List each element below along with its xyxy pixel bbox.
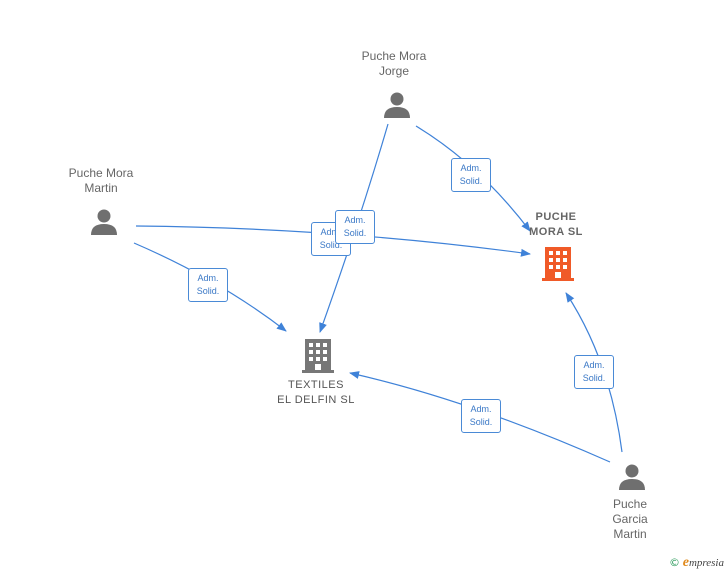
person-label-jorge: Puche Mora Jorge [344,49,444,79]
company-label-textiles: TEXTILES EL DELFIN SL [256,378,376,408]
edge-label-type: Solid. [196,286,220,296]
edge-label-role: Adm. [344,215,366,225]
edge-label-type: Solid. [469,417,493,427]
edge-label-type: Solid. [343,228,367,238]
person-label-garcia: Puche Garcia Martin [590,497,670,542]
edge-label-type: Solid. [319,240,343,250]
brand-logo-initial: e [682,555,689,570]
person-name-line: Jorge [378,64,410,78]
building-icon[interactable] [301,338,335,374]
edge-label-role: Adm. [197,273,219,283]
person-icon[interactable] [382,90,412,120]
person-label-martin: Puche Mora Martin [51,166,151,196]
edge-label-jorge-puche-mora[interactable]: Adm. Solid. [451,158,491,192]
edge-label-role: Adm. [470,404,492,414]
company-name-line: MORA SL [529,226,583,238]
person-name-line: Puche [612,497,648,511]
person-name-line: Garcia [612,512,648,526]
edge-label-role: Adm. [583,360,605,370]
person-name-line: Martin [613,527,647,541]
person-icon[interactable] [89,207,119,237]
edge-label-role: Adm. [320,227,342,237]
edge-label-jorge-textiles[interactable]: Adm. Solid. [335,210,375,244]
edge-label-martin-puche-mora[interactable]: Adm. Solid. [311,222,351,256]
edge-label-type: Solid. [459,176,483,186]
company-name-line: EL DELFIN SL [277,394,355,406]
person-name-line: Martin [84,181,118,195]
edge-label-type: Solid. [582,373,606,383]
edge-label-garcia-textiles[interactable]: Adm. Solid. [461,399,501,433]
person-name-line: Puche Mora [68,166,134,180]
company-name-line: PUCHE [535,211,577,223]
person-name-line: Puche Mora [361,49,427,63]
brand-logo-text: mpresia [688,557,724,569]
company-label-puche-mora: PUCHE MORA SL [506,210,606,240]
edge-label-martin-textiles[interactable]: Adm. Solid. [188,268,228,302]
edge-label-garcia-puche-mora[interactable]: Adm. Solid. [574,355,614,389]
brand-footer: © empresia [669,555,724,571]
copyright-icon: © [668,556,680,569]
edge-label-role: Adm. [460,163,482,173]
person-icon[interactable] [617,462,647,492]
company-name-line: TEXTILES [288,379,344,391]
building-icon[interactable] [541,246,575,282]
